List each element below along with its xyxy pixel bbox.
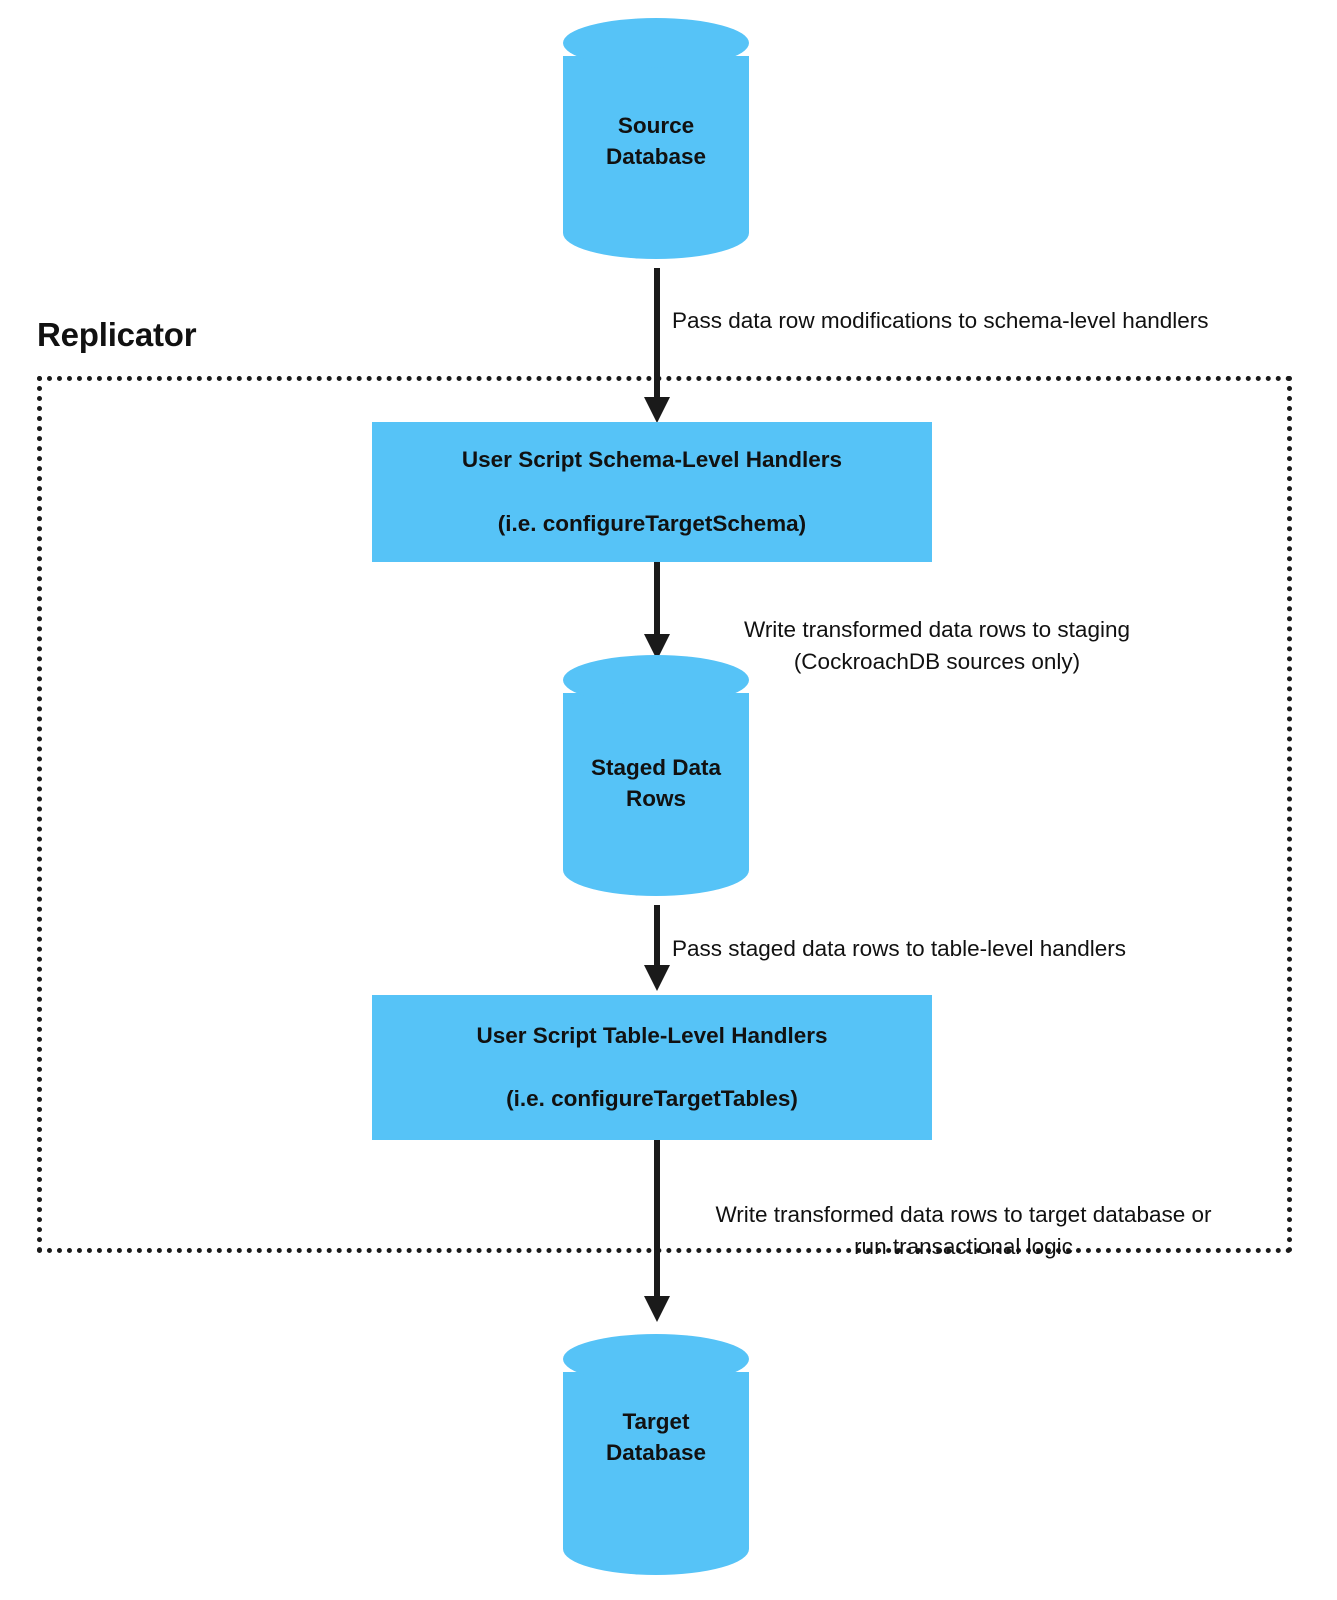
- node-schema-handlers: User Script Schema-Level Handlers (i.e. …: [372, 422, 932, 562]
- node-staged-data-rows: Staged Data Rows: [563, 655, 749, 905]
- node-schema-handlers-label: User Script Schema-Level Handlers (i.e. …: [462, 412, 842, 572]
- node-schema-handlers-line1: User Script Schema-Level Handlers: [461, 447, 843, 473]
- arrow-head-icon: [644, 965, 670, 991]
- arrow-table-handlers-to-target: [644, 1140, 670, 1322]
- edge-label-schema-handlers-to-staging: Write transformed data rows to staging (…: [672, 582, 1202, 710]
- cylinder-body: [563, 686, 749, 896]
- replicator-boundary: [37, 376, 1292, 1253]
- arrow-head-icon: [644, 397, 670, 423]
- cylinder-body: [563, 1365, 749, 1575]
- edge-label-line1: Write transformed data rows to target da…: [715, 1201, 1212, 1259]
- edge-label-table-handlers-to-target: Write transformed data rows to target da…: [672, 1167, 1255, 1295]
- edge-label-source-to-schema-handlers: Pass data row modifications to schema-le…: [672, 308, 1209, 333]
- arrow-shaft: [654, 562, 660, 637]
- arrow-shaft: [654, 268, 660, 400]
- edge-label-staging-to-table-handlers: Pass staged data rows to table-level han…: [672, 936, 1127, 961]
- node-table-handlers-line1: User Script Table-Level Handlers: [476, 1022, 828, 1048]
- node-target-database: Target Database: [563, 1334, 749, 1584]
- node-table-handlers-line2: (i.e. configureTargetTables): [506, 1086, 798, 1112]
- arrow-shaft: [654, 1140, 660, 1299]
- replicator-title: Replicator: [37, 316, 197, 353]
- cylinder-top-ellipse: [563, 1334, 749, 1384]
- cylinder-body: [563, 49, 749, 259]
- node-schema-handlers-line2: (i.e. configureTargetSchema): [497, 510, 807, 536]
- arrow-source-to-schema-handlers: [644, 268, 670, 423]
- arrow-schema-handlers-to-staging: [644, 562, 670, 660]
- arrow-shaft: [654, 905, 660, 968]
- arrow-staging-to-table-handlers: [644, 905, 670, 991]
- node-table-handlers-label: User Script Table-Level Handlers (i.e. c…: [477, 988, 828, 1148]
- cylinder-top-ellipse: [563, 18, 749, 68]
- edge-label-line1: Write transformed data rows to staging (…: [743, 616, 1130, 674]
- node-table-handlers: User Script Table-Level Handlers (i.e. c…: [372, 995, 932, 1140]
- node-source-database: Source Database: [563, 18, 749, 268]
- arrow-head-icon: [644, 1296, 670, 1322]
- cylinder-top-ellipse: [563, 655, 749, 705]
